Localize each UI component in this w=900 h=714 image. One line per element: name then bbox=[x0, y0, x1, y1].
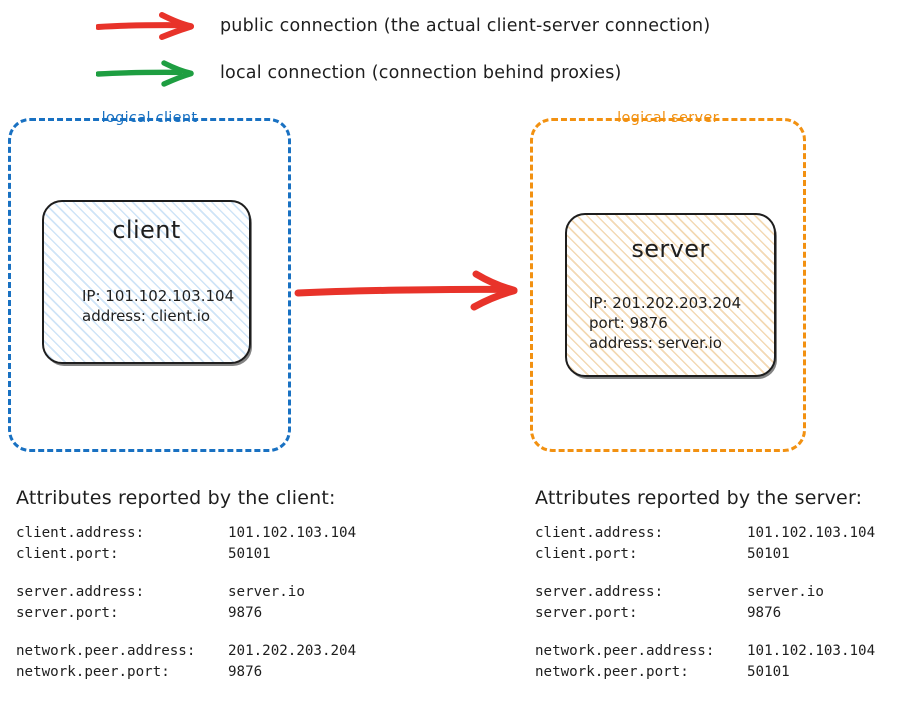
attribute-row: server.address: server.io bbox=[16, 582, 356, 603]
server-node-port: port: 9876 bbox=[589, 314, 668, 332]
attribute-row: server.port: 9876 bbox=[535, 603, 875, 624]
legend-label-local-connection: local connection (connection behind prox… bbox=[220, 63, 622, 83]
attribute-value: 9876 bbox=[228, 605, 263, 621]
logical-server-group: logical server bbox=[530, 110, 806, 452]
attribute-row: network.peer.port: 50101 bbox=[535, 662, 875, 683]
attribute-group: client.address: 101.102.103.104 client.p… bbox=[16, 523, 356, 565]
server-attributes-heading: Attributes reported by the server: bbox=[535, 487, 863, 509]
attribute-group: server.address: server.io server.port: 9… bbox=[535, 582, 875, 624]
logical-client-label: logical client bbox=[101, 110, 198, 126]
attribute-key: client.port: bbox=[16, 546, 119, 562]
server-attributes-block: Attributes reported by the server: clien… bbox=[535, 487, 875, 683]
client-node: client IP: 101.102.103.104 address: clie… bbox=[42, 200, 251, 364]
attribute-value: 50101 bbox=[228, 546, 271, 562]
attribute-value: server.io bbox=[747, 584, 824, 600]
attribute-key: network.peer.address: bbox=[16, 643, 196, 659]
public-connection-arrow bbox=[294, 270, 518, 311]
client-node-details: IP: 101.102.103.104 address: client.io bbox=[82, 286, 234, 326]
legend-item-public-connection: public connection (the actual client-ser… bbox=[96, 11, 710, 41]
attribute-key: server.address: bbox=[16, 584, 145, 600]
legend-item-local-connection: local connection (connection behind prox… bbox=[96, 58, 622, 88]
attribute-value: 50101 bbox=[747, 546, 790, 562]
attribute-value: 201.202.203.204 bbox=[228, 643, 357, 659]
attribute-key: network.peer.port: bbox=[535, 664, 689, 680]
attribute-value: 101.102.103.104 bbox=[228, 525, 357, 541]
attribute-value: 9876 bbox=[747, 605, 782, 621]
server-node-details: IP: 201.202.203.204 port: 9876 address: … bbox=[589, 293, 741, 353]
client-node-ip: IP: 101.102.103.104 bbox=[82, 287, 235, 305]
red-arrow-icon bbox=[96, 12, 194, 40]
attribute-row: client.address: 101.102.103.104 bbox=[535, 523, 875, 544]
client-attributes-block: Attributes reported by the client: clien… bbox=[16, 487, 356, 683]
attribute-key: server.port: bbox=[535, 605, 638, 621]
attribute-row: server.address: server.io bbox=[535, 582, 875, 603]
attribute-key: server.address: bbox=[535, 584, 664, 600]
attribute-row: server.port: 9876 bbox=[16, 603, 356, 624]
client-attributes-heading: Attributes reported by the client: bbox=[16, 487, 336, 509]
client-node-title: client bbox=[112, 216, 181, 244]
server-node-title: server bbox=[631, 235, 710, 263]
attribute-row: network.peer.port: 9876 bbox=[16, 662, 356, 683]
attribute-key: client.port: bbox=[535, 546, 638, 562]
attribute-value: 9876 bbox=[228, 664, 263, 680]
legend-label-public-connection: public connection (the actual client-ser… bbox=[220, 16, 711, 36]
attribute-row: client.port: 50101 bbox=[16, 544, 356, 565]
attribute-row: network.peer.address: 201.202.203.204 bbox=[16, 641, 356, 662]
attribute-key: client.address: bbox=[535, 525, 664, 541]
server-node-ip: IP: 201.202.203.204 bbox=[589, 294, 742, 312]
attribute-key: network.peer.port: bbox=[16, 664, 170, 680]
attribute-row: client.port: 50101 bbox=[535, 544, 875, 565]
logical-client-group: logical client bbox=[8, 110, 291, 452]
server-node: server IP: 201.202.203.204 port: 9876 ad… bbox=[565, 213, 776, 377]
attribute-key: network.peer.address: bbox=[535, 643, 715, 659]
attribute-value: 50101 bbox=[747, 664, 790, 680]
server-node-address: address: server.io bbox=[589, 334, 722, 352]
attribute-row: client.address: 101.102.103.104 bbox=[16, 523, 356, 544]
green-arrow-icon bbox=[96, 60, 194, 87]
logical-server-label: logical server bbox=[617, 110, 719, 126]
attribute-value: 101.102.103.104 bbox=[747, 525, 876, 541]
attribute-key: server.port: bbox=[16, 605, 119, 621]
attribute-key: client.address: bbox=[16, 525, 145, 541]
attribute-value: 101.102.103.104 bbox=[747, 643, 876, 659]
attribute-row: network.peer.address: 101.102.103.104 bbox=[535, 641, 875, 662]
attribute-group: network.peer.address: 201.202.203.204 ne… bbox=[16, 641, 356, 683]
attribute-group: server.address: server.io server.port: 9… bbox=[16, 582, 356, 624]
attribute-value: server.io bbox=[228, 584, 305, 600]
attribute-group: network.peer.address: 101.102.103.104 ne… bbox=[535, 641, 875, 683]
client-node-address: address: client.io bbox=[82, 307, 211, 325]
attribute-group: client.address: 101.102.103.104 client.p… bbox=[535, 523, 875, 565]
